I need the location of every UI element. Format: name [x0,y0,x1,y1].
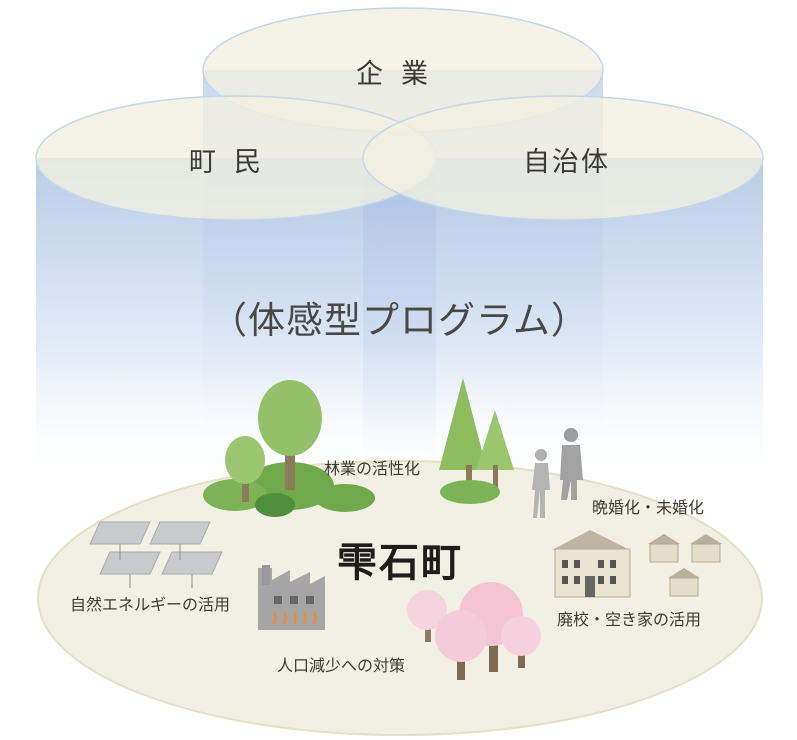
solar-panels [89,521,223,588]
label-marriage: 晩婚化・未婚化 [592,498,705,517]
label-municipality: 自治体 [523,147,610,178]
buildings-illustration [552,530,722,598]
cherry-blossom-trees [407,582,541,680]
label-depopulation: 人口減少への対策 [277,656,406,675]
forest-illustration [203,378,514,517]
label-energy: 自然エネルギーの活用 [70,595,231,614]
factory-illustration [258,565,325,630]
stakeholder-ellipses [35,7,764,221]
town-name: 雫石町 [337,539,463,586]
label-companies: 企業 [356,59,446,90]
ellipse-municipality [362,95,764,221]
town-ground [37,460,763,736]
label-vacant-buildings: 廃校・空き家の活用 [557,610,702,629]
couple-silhouette [532,428,583,518]
label-residents: 町民 [189,147,279,178]
label-forestry: 林業の活性化 [324,459,421,478]
program-label: （体感型プログラム） [210,299,589,342]
